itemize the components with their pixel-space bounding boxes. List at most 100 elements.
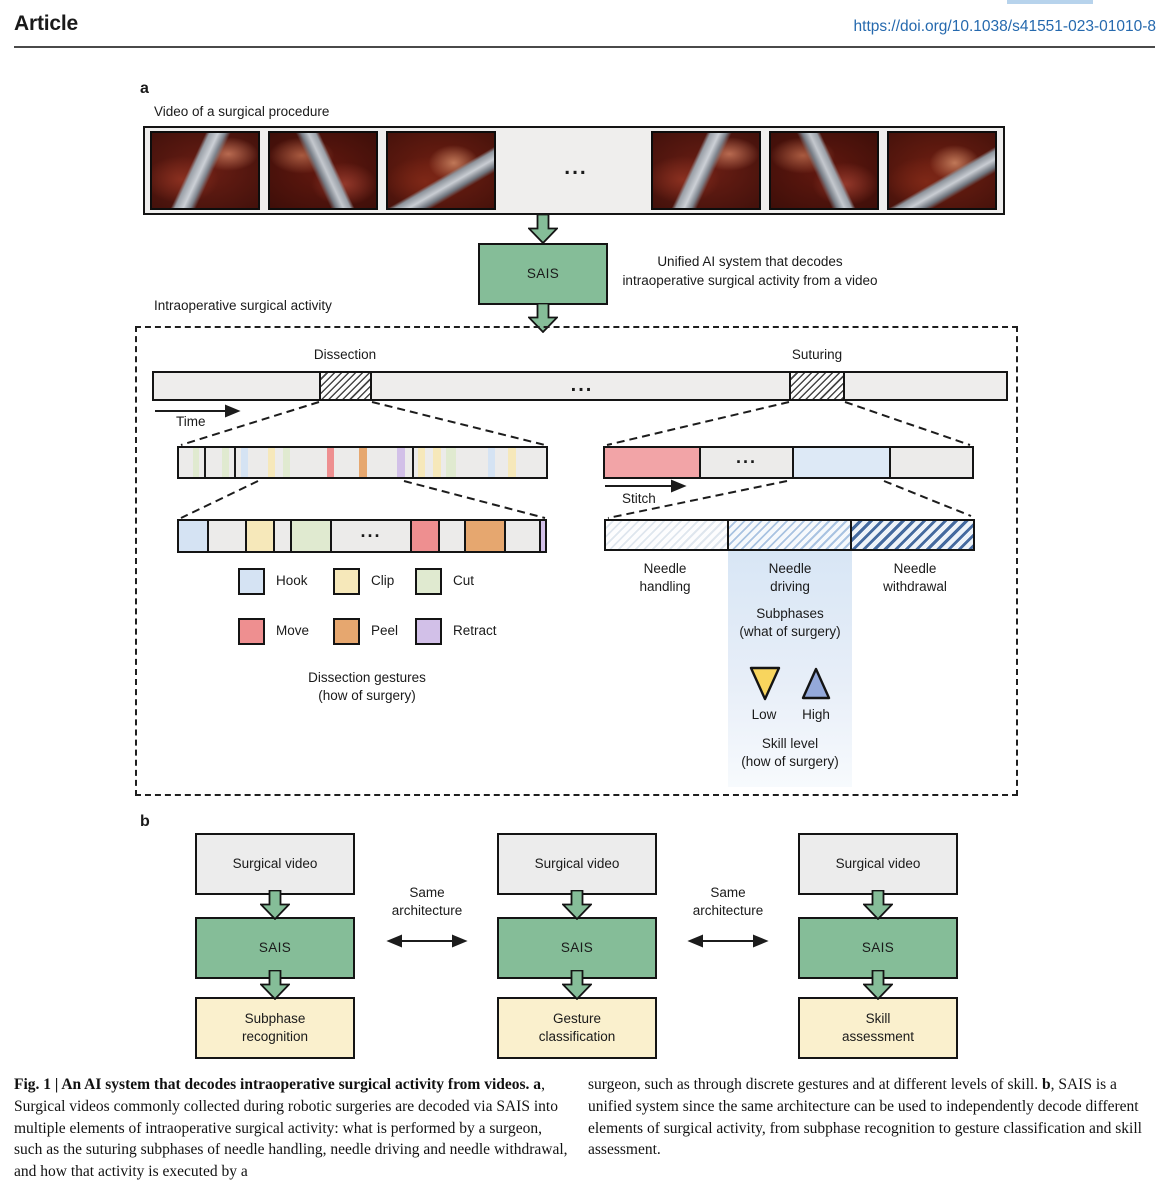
legend-label: Retract bbox=[453, 623, 497, 638]
figure-caption-left-column: Fig. 1 | An AI system that decodes intra… bbox=[14, 1074, 570, 1183]
panel-b-label: b bbox=[140, 813, 150, 830]
page-edge-decoration bbox=[1007, 0, 1093, 4]
gesture-stripe-clip bbox=[418, 448, 425, 477]
legend-label: Clip bbox=[371, 573, 395, 588]
gesture-segment-cut bbox=[290, 521, 330, 551]
stitch-segment-stitch_red bbox=[605, 448, 699, 477]
legend-item-hook: Hook bbox=[238, 568, 308, 595]
gesture-legend-caption-line2: (how of surgery) bbox=[318, 688, 416, 703]
gesture-segment-hook bbox=[179, 521, 207, 551]
gesture-stripe-gray bbox=[425, 448, 433, 477]
gesture-stripe-gray bbox=[334, 448, 359, 477]
surgical-video-frame bbox=[769, 131, 879, 210]
caption-text: , SAIS is a unified system since the sam… bbox=[588, 1076, 1142, 1159]
gesture-stripe-gray bbox=[414, 448, 418, 477]
gesture-segment-gray bbox=[438, 521, 464, 551]
down-arrow-icon bbox=[560, 969, 594, 1001]
sais-box: SAIS bbox=[478, 243, 608, 305]
peel-swatch bbox=[333, 618, 360, 645]
surgical-video-box: Surgical video bbox=[798, 833, 958, 895]
subphases-caption-line2: (what of surgery) bbox=[739, 624, 841, 639]
down-arrow-icon bbox=[258, 969, 292, 1001]
gesture-legend-caption-line1: Dissection gestures bbox=[308, 670, 426, 685]
figure-caption-right-column: surgeon, such as through discrete gestur… bbox=[588, 1074, 1156, 1161]
high-skill-triangle-icon bbox=[801, 667, 831, 706]
low-skill-triangle-icon bbox=[749, 666, 781, 707]
gesture-stripe-gray bbox=[275, 448, 283, 477]
video-strip-title: Video of a surgical procedure bbox=[154, 104, 330, 119]
gesture-stripe-gray bbox=[367, 448, 397, 477]
gesture-stripe-gray bbox=[456, 448, 488, 477]
procedure-timeline-bar: ... bbox=[152, 371, 1008, 401]
doi-link[interactable]: https://doi.org/10.1038/s41551-023-01010… bbox=[853, 18, 1156, 35]
gesture-stripe-hook bbox=[488, 448, 495, 477]
stitch-segment-stitch_blue bbox=[792, 448, 889, 477]
down-arrow-icon bbox=[861, 889, 895, 921]
gesture-segment-clip bbox=[245, 521, 273, 551]
gesture-stripe-line bbox=[204, 448, 206, 477]
dissection-gesture-zoom-bar: ... bbox=[177, 519, 547, 553]
gesture-segment-gray: ... bbox=[330, 521, 410, 551]
gesture-stripe-cut bbox=[446, 448, 456, 477]
subphase-hatch-light bbox=[606, 521, 727, 549]
gesture-stripe-line bbox=[412, 448, 414, 477]
connector-line2: architecture bbox=[391, 903, 463, 918]
legend-item-retract: Retract bbox=[415, 618, 497, 645]
surgical-video-frame bbox=[887, 131, 997, 210]
subphase-hatch-dark bbox=[850, 521, 973, 549]
gesture-stripe-line bbox=[234, 448, 236, 477]
stitch-segment-gray bbox=[889, 448, 972, 477]
skill-caption-line2: (how of surgery) bbox=[741, 754, 839, 769]
unified-system-note: Unified AI system that decodes intraoper… bbox=[580, 252, 920, 290]
dissection-gesture-timeline bbox=[177, 446, 548, 479]
gesture-segment-peel bbox=[464, 521, 504, 551]
caption-bold-text: Fig. 1 | An AI system that decodes intra… bbox=[14, 1076, 542, 1093]
gesture-stripe-hook bbox=[241, 448, 248, 477]
same-architecture-note: Same architecture bbox=[352, 884, 502, 920]
legend-item-clip: Clip bbox=[333, 568, 394, 595]
unified-note-line1: Unified AI system that decodes bbox=[657, 254, 843, 269]
caption-bold-text: b bbox=[1041, 1076, 1051, 1093]
unified-note-line2: intraoperative surgical activity from a … bbox=[622, 273, 878, 288]
gesture-stripe-gray bbox=[290, 448, 327, 477]
subphase-hatch-med bbox=[727, 521, 850, 549]
gesture-stripe-clip bbox=[268, 448, 275, 477]
header-divider bbox=[14, 46, 1155, 48]
down-arrow-icon bbox=[258, 889, 292, 921]
time-axis-label: Time bbox=[176, 414, 206, 429]
dissection-segment bbox=[319, 373, 372, 399]
article-header-label: Article bbox=[14, 12, 78, 35]
video-strip-ellipsis: ... bbox=[564, 156, 588, 179]
gesture-stripe-gray bbox=[206, 448, 222, 477]
sais-box: SAIS bbox=[798, 917, 958, 979]
gesture-stripe-cut bbox=[222, 448, 229, 477]
timeline-ellipsis: ... bbox=[570, 374, 594, 396]
gesture-stripe-cut bbox=[193, 448, 199, 477]
down-arrow-icon bbox=[526, 213, 560, 245]
intraoperative-activity-panel bbox=[135, 326, 1018, 796]
low-skill-label: Low bbox=[751, 707, 777, 722]
surgical-video-frame bbox=[268, 131, 378, 210]
dissection-label: Dissection bbox=[313, 347, 377, 362]
legend-item-move: Move bbox=[238, 618, 309, 645]
connector-line2: architecture bbox=[692, 903, 764, 918]
suturing-label: Suturing bbox=[791, 347, 843, 362]
subphases-caption-line1: Subphases bbox=[756, 606, 824, 621]
gesture-stripe-cut bbox=[283, 448, 290, 477]
caption-text: surgeon, such as through discrete gestur… bbox=[588, 1076, 1042, 1093]
panel-a-label: a bbox=[140, 80, 149, 97]
connector-line1: Same bbox=[409, 885, 445, 900]
skill-caption-line1: Skill level bbox=[761, 736, 819, 751]
gesture-segment-gray bbox=[273, 521, 290, 551]
needle-driving-highlight-band bbox=[728, 551, 852, 787]
gesture-stripe-peel bbox=[359, 448, 367, 477]
gesture-stripe-gray bbox=[199, 448, 204, 477]
suturing-segment bbox=[789, 373, 845, 399]
surgical-video-box: Surgical video bbox=[497, 833, 657, 895]
hook-swatch bbox=[238, 568, 265, 595]
gesture-stripe-gray bbox=[495, 448, 508, 477]
down-arrow-icon bbox=[861, 969, 895, 1001]
legend-label: Move bbox=[276, 623, 310, 638]
